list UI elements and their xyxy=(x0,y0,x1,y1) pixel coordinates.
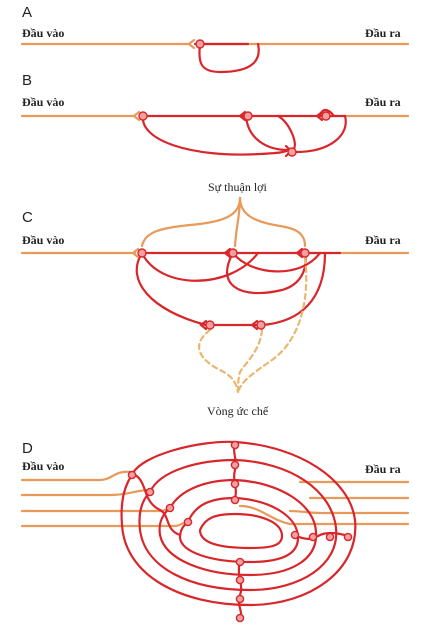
panel-d-neuron-6 xyxy=(230,460,240,470)
panel-d-neuron-10 xyxy=(308,532,318,542)
panel-a-neuron xyxy=(195,39,205,49)
panel-c-loop-3 xyxy=(226,251,307,295)
panel-d-output-fiber-3 xyxy=(288,509,410,515)
panel-d-neuron-8 xyxy=(230,495,240,505)
panel-d-neuron-11 xyxy=(325,532,335,542)
panel-b-terminal-3 xyxy=(315,110,324,122)
panel-c-neuron-2 xyxy=(228,248,238,258)
panel-c-inhibitory-fiber-3 xyxy=(236,256,308,394)
panel-c-loop-2 xyxy=(140,251,260,282)
panel-b-input-label: Đầu vào xyxy=(22,95,64,109)
panel-d-neuron-4 xyxy=(183,517,193,527)
panel-c-facilitation-caption: Sự thuận lợi xyxy=(208,180,268,194)
panel-b-loop-1 xyxy=(141,114,290,156)
panel-d-loop-outer xyxy=(120,440,357,607)
panel-b-output-label: Đầu ra xyxy=(365,95,401,109)
panel-c-terminal-2 xyxy=(223,247,232,259)
panel-b-loop-2 xyxy=(244,114,290,152)
panel-c-terminal-3 xyxy=(295,247,304,259)
panel-c: Sự thuận lợi C Đầu vào Đầu ra Vòng ức ch… xyxy=(20,180,410,418)
panel-c-loop-1 xyxy=(135,251,208,327)
panel-d-neuron-5 xyxy=(230,440,240,450)
panel-d-letter: D xyxy=(22,440,33,457)
panel-c-terminal-5 xyxy=(250,319,259,331)
panel-c-loop-4 xyxy=(231,251,322,273)
panel-d-cross-bottom xyxy=(237,560,243,622)
panel-d: D Đầu vào Đầu ra xyxy=(20,440,410,623)
panel-c-neuron-1 xyxy=(137,248,147,258)
panel-a: A Đầu vào Đầu ra xyxy=(20,4,410,74)
panel-c-output-label: Đầu ra xyxy=(365,233,401,247)
panel-d-neuron-12 xyxy=(343,532,353,542)
panel-a-reverberating-loop xyxy=(198,42,260,74)
panel-d-neuron-15 xyxy=(235,594,245,604)
panel-c-inhibitory-fiber-1 xyxy=(198,328,240,394)
panel-b: B Đầu vào Đầu ra xyxy=(20,72,410,158)
panel-d-cross-top xyxy=(233,440,237,500)
panel-b-neuron-4 xyxy=(287,147,297,157)
panel-d-input-label: Đầu vào xyxy=(22,459,64,473)
panel-c-neuron-5 xyxy=(256,320,266,330)
panel-c-neuron-4 xyxy=(205,320,215,330)
panel-c-letter: C xyxy=(22,209,33,226)
panel-c-inhibitory-caption: Vòng ức chế xyxy=(207,404,269,418)
panel-d-output-fiber-4 xyxy=(238,504,410,526)
panel-d-neuron-1 xyxy=(127,470,137,480)
panel-d-neuron-2 xyxy=(145,487,155,497)
panel-d-neuron-13 xyxy=(235,557,245,567)
panel-c-facilitation-fiber-2 xyxy=(233,196,242,248)
panel-b-letter: B xyxy=(22,72,32,89)
panel-a-output-label: Đầu ra xyxy=(365,26,401,40)
panel-d-neuron-14 xyxy=(235,575,245,585)
panel-c-loop-5 xyxy=(260,251,327,327)
panel-c-input-label: Đầu vào xyxy=(22,233,64,247)
panel-d-cross-left xyxy=(128,470,182,537)
panel-b-loop-3 xyxy=(276,114,296,152)
panel-b-loop-4 xyxy=(294,114,347,154)
panel-d-neuron-3 xyxy=(165,503,175,513)
panel-d-input-fiber-2 xyxy=(20,488,152,497)
panel-a-synapse-terminal xyxy=(187,38,196,50)
panel-a-input-label: Đầu vào xyxy=(22,26,64,40)
panel-d-neuron-7 xyxy=(230,479,240,489)
panel-d-loop-2 xyxy=(138,458,338,592)
panel-c-facilitation-fiber-1 xyxy=(140,196,242,248)
panel-b-neuron-3 xyxy=(321,111,331,121)
panel-a-letter: A xyxy=(22,4,32,21)
panel-d-cross-right xyxy=(292,531,350,540)
panel-b-terminal-2 xyxy=(238,110,247,122)
panel-c-terminal-1 xyxy=(131,247,140,259)
panel-d-neuron-16 xyxy=(235,613,245,623)
panel-d-input-fiber-1 xyxy=(20,470,132,482)
panel-d-input-fiber-3 xyxy=(20,506,174,513)
panel-b-neuron-2 xyxy=(243,111,253,121)
panel-d-neuron-9 xyxy=(290,530,300,540)
panel-c-facilitation-fiber-3 xyxy=(238,196,307,248)
panel-d-loop-inner xyxy=(198,512,284,550)
panel-c-neuron-3 xyxy=(300,248,310,258)
panel-b-terminal-1 xyxy=(132,110,141,122)
panel-c-terminal-4 xyxy=(199,319,208,331)
panel-d-input-fiber-4 xyxy=(20,520,190,528)
panel-d-output-label: Đầu ra xyxy=(365,462,401,476)
panel-c-inhibitory-fiber-2 xyxy=(236,328,264,394)
panel-b-neuron-1 xyxy=(138,111,148,121)
